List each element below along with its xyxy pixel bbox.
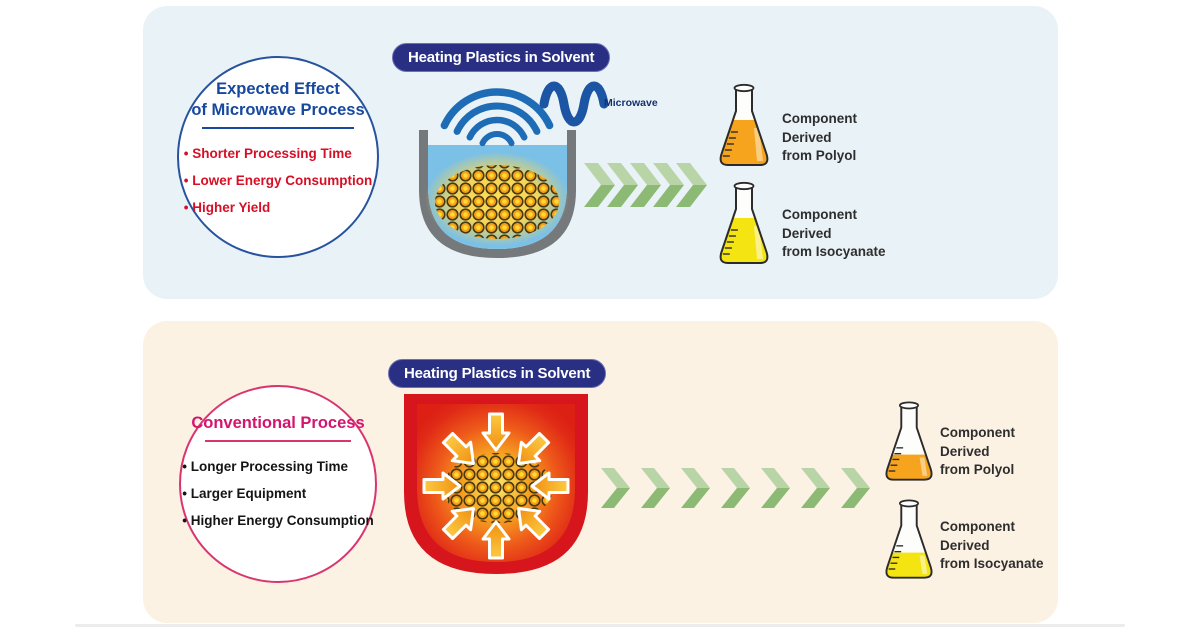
label-line: Derived: [782, 129, 832, 145]
polyol-flask-label: Component Derived from Polyol: [782, 110, 857, 166]
label-line: Derived: [782, 225, 832, 241]
microwave-vessel-illustration: [419, 81, 609, 258]
expected-effect-title: Expected Effect of Microwave Process: [179, 79, 377, 121]
expected-effect-bullet-list: Shorter Processing Time Lower Energy Con…: [184, 140, 373, 221]
label-line: Component: [782, 111, 857, 126]
label-line: Component: [940, 425, 1015, 440]
bullet-item: Higher Energy Consumption: [182, 507, 374, 534]
label-line: Derived: [940, 537, 990, 553]
polyol-flask-icon: [719, 83, 769, 166]
compression-arrows-icon: [422, 412, 570, 560]
microwave-waves-icon: [440, 88, 554, 147]
heating-plastics-badge-top: Heating Plastics in Solvent: [392, 43, 611, 72]
label-line: Component: [940, 519, 1015, 534]
slow-process-arrows-icon: [601, 468, 870, 508]
microwave-symbol-icon: [539, 81, 609, 127]
label-line: from Isocyanate: [782, 244, 886, 259]
polyol-flask-icon-small: [885, 401, 933, 481]
bullet-item: Larger Equipment: [182, 480, 374, 507]
flask-graduation-ticks: [888, 545, 904, 570]
title-line-2: of Microwave Process: [191, 101, 365, 119]
heating-plastics-badge-bottom: Heating Plastics in Solvent: [388, 359, 607, 388]
label-line: from Polyol: [940, 462, 1015, 477]
polyol-flask-label: Component Derived from Polyol: [940, 424, 1015, 480]
bottom-shadow-divider: [75, 624, 1125, 627]
fast-process-arrows-icon: [584, 163, 707, 207]
microwave-label: Microwave: [604, 97, 658, 109]
isocyanate-flask-icon: [719, 181, 769, 264]
plastic-beads-cluster: [435, 165, 559, 239]
title-underline: [202, 127, 354, 129]
isocyanate-flask-icon-small: [885, 499, 933, 579]
conventional-process-circle: Conventional Process Longer Processing T…: [179, 385, 377, 583]
conventional-vessel-illustration: [404, 394, 588, 574]
label-line: from Polyol: [782, 148, 857, 163]
label-line: Derived: [940, 443, 990, 459]
bullet-item: Longer Processing Time: [182, 453, 374, 480]
flask-graduation-ticks: [888, 447, 904, 472]
title-underline: [205, 440, 351, 442]
isocyanate-flask-label: Component Derived from Isocyanate: [782, 206, 886, 262]
expected-effect-circle: Expected Effect of Microwave Process Sho…: [177, 56, 379, 258]
conventional-process-title: Conventional Process: [191, 414, 365, 432]
label-line: from Isocyanate: [940, 556, 1044, 571]
label-line: Component: [782, 207, 857, 222]
flask-graduation-ticks: [722, 229, 738, 255]
bullet-item: Lower Energy Consumption: [184, 167, 372, 194]
flask-graduation-ticks: [722, 131, 738, 157]
title-line-1: Expected Effect: [216, 80, 340, 98]
plastic-beads-cluster: [443, 453, 553, 523]
bullet-item: Higher Yield: [184, 194, 373, 221]
bullet-item: Shorter Processing Time: [184, 140, 373, 167]
conventional-bullet-list: Longer Processing Time Larger Equipment …: [182, 453, 374, 534]
isocyanate-flask-label: Component Derived from Isocyanate: [940, 518, 1044, 574]
